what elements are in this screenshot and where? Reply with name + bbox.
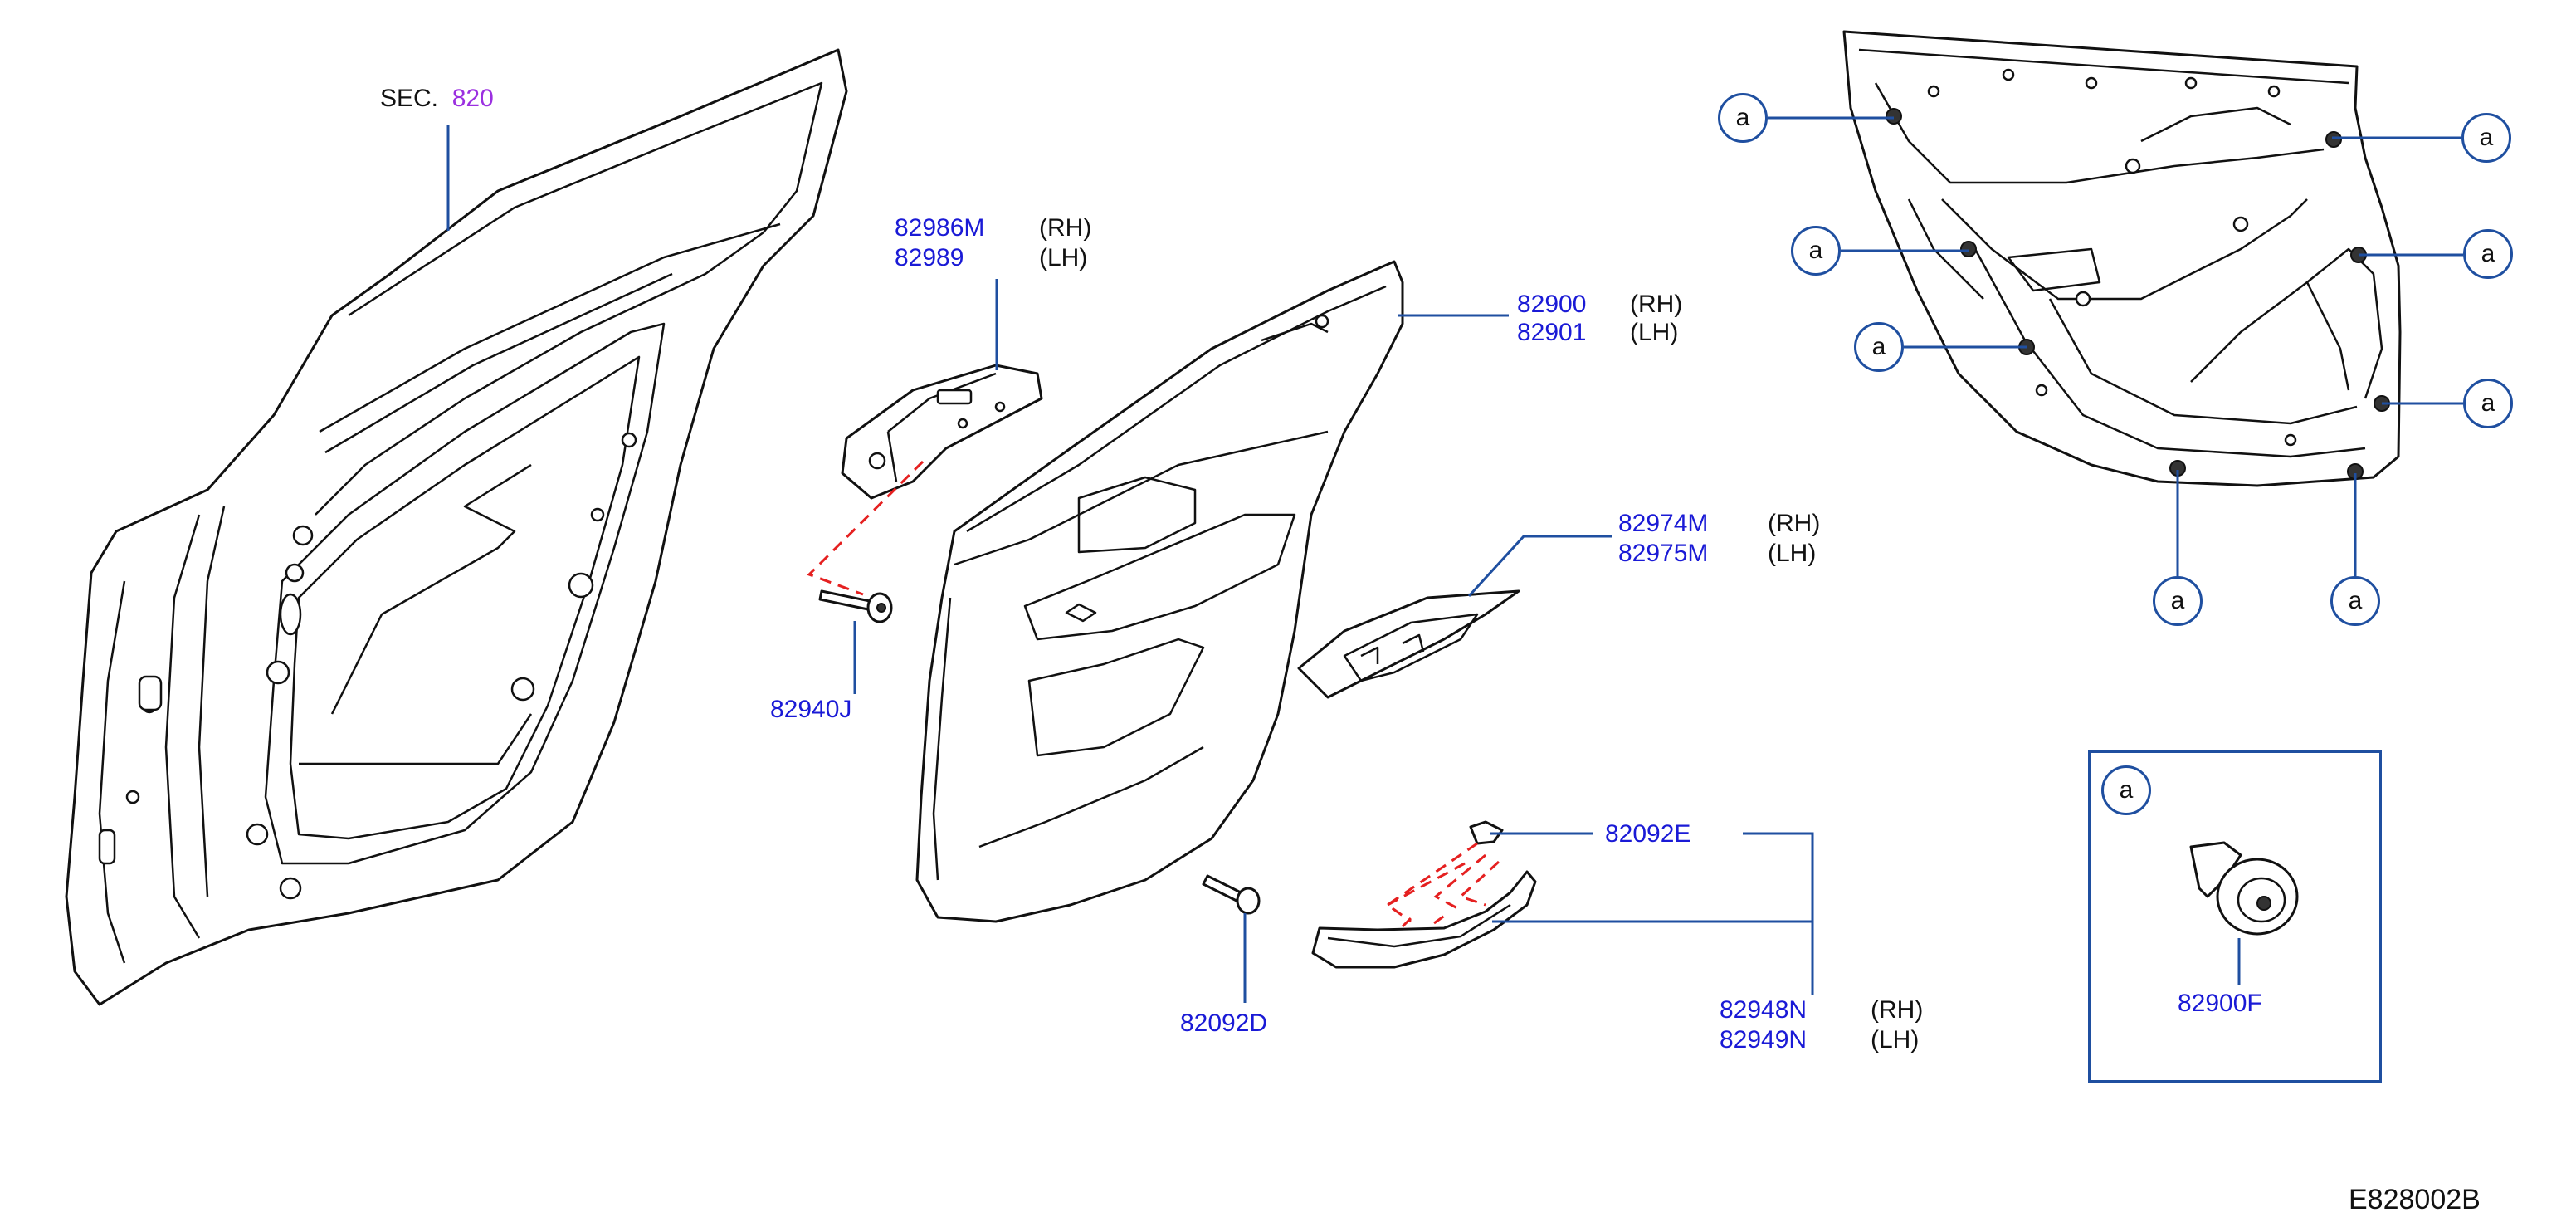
callout-a-3: a bbox=[1854, 322, 1904, 372]
bracket-side-rh: (RH) bbox=[1039, 214, 1092, 242]
clip-82092e bbox=[1469, 820, 1504, 845]
clip-82900f bbox=[2189, 841, 2299, 936]
bracket-part-lh: 82989 bbox=[895, 244, 964, 271]
trim-panel-side-rh: (RH) bbox=[1630, 291, 1683, 318]
callout-a-6: a bbox=[2463, 379, 2513, 428]
sec-ref-label: SEC. 820 bbox=[380, 86, 494, 111]
diagram-code: E828002B bbox=[2349, 1184, 2481, 1215]
trim-panel-side-lh: (LH) bbox=[1630, 319, 1679, 346]
screw-82092d-label: 82092D bbox=[1180, 1010, 1268, 1037]
bracket-side-lh: (LH) bbox=[1039, 244, 1088, 271]
door-shell bbox=[65, 48, 848, 1006]
callout-a-1: a bbox=[1718, 93, 1768, 143]
pull-handle-part-rh: 82948N bbox=[1720, 996, 1808, 1024]
bracket-part-rh: 82986M bbox=[895, 214, 985, 242]
switch-finisher-part-lh: 82975M bbox=[1618, 540, 1709, 567]
screw-82940j bbox=[818, 589, 893, 623]
pull-handle-side-lh: (LH) bbox=[1871, 1026, 1920, 1054]
trim-panel-part-lh: 82901 bbox=[1517, 319, 1587, 346]
clip-detail-box bbox=[2088, 750, 2382, 1083]
callout-a-5: a bbox=[2463, 229, 2513, 279]
clip-82900f-label: 82900F bbox=[2178, 990, 2262, 1017]
screw-82092d bbox=[1202, 874, 1261, 915]
bracket bbox=[841, 364, 1043, 500]
callout-a-7: a bbox=[2153, 576, 2203, 626]
sec-number: 820 bbox=[451, 85, 494, 112]
pull-handle bbox=[1311, 870, 1537, 969]
pull-handle-part-lh: 82949N bbox=[1720, 1026, 1808, 1054]
callout-a-2: a bbox=[1791, 226, 1841, 276]
switch-finisher-side-lh: (LH) bbox=[1768, 540, 1817, 567]
leader-lines bbox=[446, 116, 2463, 1003]
callout-a-detail: a bbox=[2101, 765, 2151, 815]
sec-prefix: SEC. bbox=[380, 85, 439, 112]
trim-panel-part-rh: 82900 bbox=[1517, 291, 1587, 318]
screw-82940j-label: 82940J bbox=[770, 696, 852, 723]
switch-finisher-side-rh: (RH) bbox=[1768, 510, 1821, 537]
switch-finisher-part-rh: 82974M bbox=[1618, 510, 1709, 537]
callout-a-4: a bbox=[2461, 113, 2511, 163]
clip-82092e-label: 82092E bbox=[1605, 820, 1691, 848]
panel-rear-view bbox=[1842, 30, 2402, 487]
callout-a-8: a bbox=[2330, 576, 2380, 626]
pull-handle-side-rh: (RH) bbox=[1871, 996, 1924, 1024]
door-trim-panel bbox=[915, 260, 1404, 923]
switch-finisher bbox=[1297, 589, 1520, 699]
